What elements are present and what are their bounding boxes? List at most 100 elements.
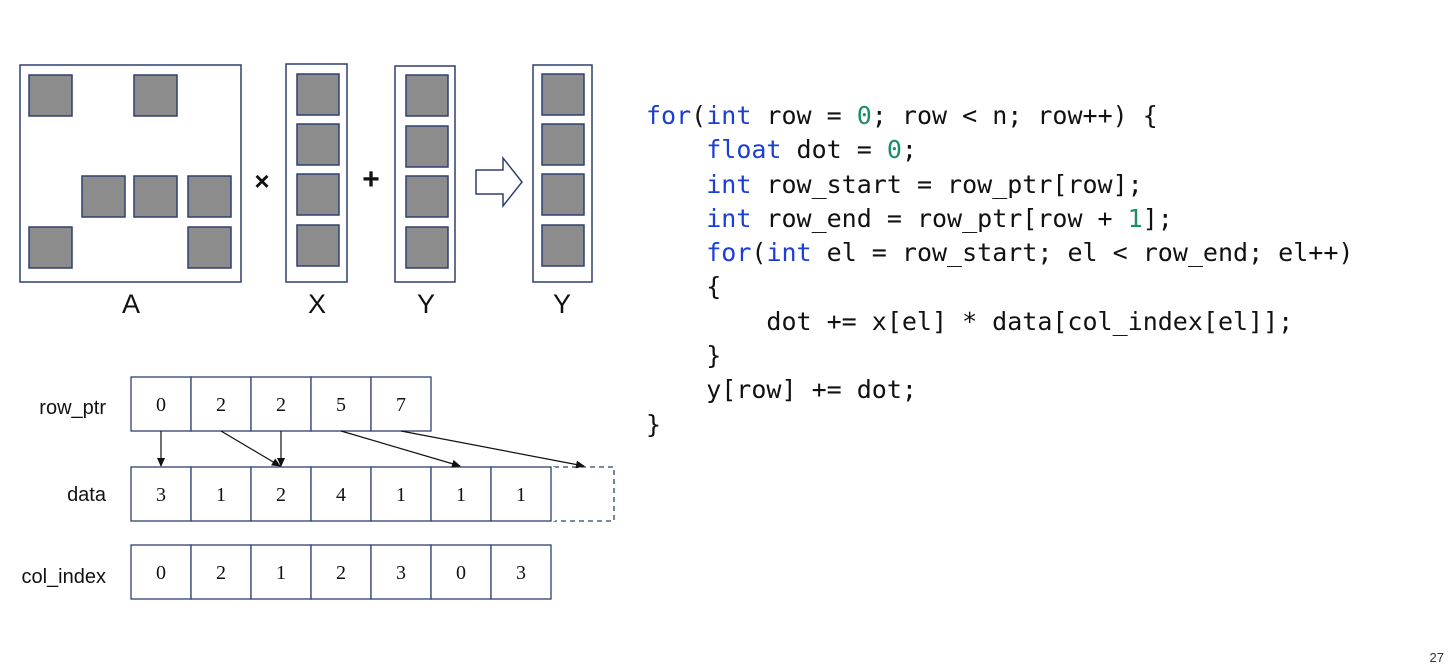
matrix-a-block bbox=[28, 74, 73, 117]
code-keyword: int bbox=[706, 203, 752, 233]
data-value: 1 bbox=[456, 484, 466, 506]
data-next-slot-dashed bbox=[553, 466, 615, 522]
code-text: ( bbox=[751, 238, 767, 268]
matrix-a-block bbox=[133, 175, 178, 218]
code-number: 0 bbox=[886, 135, 902, 165]
code-line: } bbox=[646, 339, 1353, 373]
col-index-cell bbox=[130, 544, 192, 600]
code-keyword: for bbox=[646, 101, 692, 130]
code-keyword: int bbox=[706, 101, 752, 130]
result-y-block bbox=[541, 123, 585, 166]
code-text: y[row] += dot; bbox=[646, 375, 917, 405]
result-y-block bbox=[541, 73, 585, 116]
code-line: for(int el = row_start; el < row_end; el… bbox=[646, 236, 1353, 270]
data-cell bbox=[430, 466, 492, 522]
result-y-block bbox=[541, 224, 585, 267]
matrix-a-label: A bbox=[122, 289, 140, 319]
code-text bbox=[646, 204, 706, 233]
data-value: 2 bbox=[276, 484, 286, 506]
page-number: 27 bbox=[1429, 650, 1444, 665]
code-keyword: for bbox=[706, 238, 752, 268]
vector-y-block bbox=[405, 125, 449, 168]
data-value: 1 bbox=[396, 484, 406, 506]
matrix-a-block bbox=[187, 226, 232, 269]
data-value: 3 bbox=[156, 484, 166, 506]
code-keyword: int bbox=[766, 238, 812, 268]
row-ptr-label: row_ptr bbox=[39, 397, 106, 419]
col-index-value: 0 bbox=[456, 562, 466, 584]
vector-y-block bbox=[405, 175, 449, 218]
code-keyword: int bbox=[706, 169, 752, 199]
col-index-value: 0 bbox=[156, 562, 166, 584]
row-ptr-cell bbox=[190, 376, 252, 432]
code-text: } bbox=[646, 409, 662, 439]
col-index-label: col_index bbox=[21, 566, 106, 588]
result-y-block bbox=[541, 173, 585, 216]
pointer-arrow bbox=[340, 430, 461, 468]
col-index-value: 2 bbox=[336, 562, 346, 584]
row-ptr-cell bbox=[130, 376, 192, 432]
plus-symbol: + bbox=[362, 163, 380, 196]
code-text: ]; bbox=[1142, 203, 1173, 233]
code-text: ; row < n; row++) { bbox=[871, 101, 1158, 130]
matrix-a-block bbox=[187, 175, 232, 218]
code-number: 1 bbox=[1127, 203, 1143, 233]
data-cell bbox=[310, 466, 372, 522]
row-ptr-value: 7 bbox=[396, 394, 406, 416]
code-line: } bbox=[646, 408, 1353, 442]
data-array: 3 1 2 4 1 1 1 bbox=[130, 466, 552, 522]
code-text: ( bbox=[691, 101, 707, 130]
code-text bbox=[646, 170, 706, 199]
code-line: dot += x[el] * data[col_index[el]]; bbox=[646, 305, 1353, 339]
code-line: int row_end = row_ptr[row + 1]; bbox=[646, 202, 1353, 236]
code-line: y[row] += dot; bbox=[646, 373, 1353, 407]
matrix-a-block bbox=[81, 175, 126, 218]
data-value: 1 bbox=[516, 484, 526, 506]
code-text: row_end = row_ptr[row + bbox=[751, 203, 1128, 233]
vector-y-block bbox=[405, 226, 449, 269]
code-line: int row_start = row_ptr[row]; bbox=[646, 168, 1353, 202]
spmv-csr-code: for(int row = 0; row < n; row++) { float… bbox=[646, 99, 1353, 442]
code-text: dot += x[el] * data[col_index[el]]; bbox=[646, 306, 1294, 336]
data-cell bbox=[370, 466, 432, 522]
pointer-arrow bbox=[220, 430, 281, 467]
code-text: row_start = row_ptr[row]; bbox=[751, 169, 1143, 199]
code-text bbox=[646, 238, 706, 267]
data-value: 1 bbox=[216, 484, 226, 506]
col-index-value: 3 bbox=[396, 562, 406, 584]
code-number: 0 bbox=[856, 101, 872, 130]
code-text: ; bbox=[901, 135, 917, 165]
vector-x-block bbox=[296, 224, 340, 267]
col-index-cell bbox=[370, 544, 432, 600]
col-index-value: 2 bbox=[216, 562, 226, 584]
data-cell bbox=[130, 466, 192, 522]
code-text: dot = bbox=[781, 135, 887, 165]
row-ptr-value: 2 bbox=[216, 394, 226, 416]
vector-x-label: X bbox=[308, 289, 326, 319]
matrix-a-block bbox=[28, 226, 73, 269]
col-index-value: 1 bbox=[276, 562, 286, 584]
data-label: data bbox=[67, 484, 107, 506]
row-ptr-value: 0 bbox=[156, 394, 166, 416]
vector-y-block bbox=[405, 74, 449, 117]
spmv-equation-diagram: × + A X Y Y bbox=[19, 63, 593, 319]
data-value: 4 bbox=[336, 484, 346, 506]
col-index-cell bbox=[490, 544, 552, 600]
col-index-value: 3 bbox=[516, 562, 526, 584]
implies-arrow-icon bbox=[475, 155, 523, 209]
times-symbol: × bbox=[254, 166, 269, 196]
code-text: { bbox=[646, 272, 722, 302]
row-ptr-cell bbox=[310, 376, 372, 432]
row-ptr-value: 5 bbox=[336, 394, 346, 416]
code-text: el = row_start; el < row_end; el++) bbox=[811, 238, 1354, 268]
code-text bbox=[646, 135, 706, 164]
col-index-cell bbox=[430, 544, 492, 600]
col-index-array: 0 2 1 2 3 0 3 bbox=[130, 544, 552, 600]
code-text: row = bbox=[751, 101, 857, 130]
code-line: { bbox=[646, 270, 1353, 304]
col-index-cell bbox=[190, 544, 252, 600]
vector-x-block bbox=[296, 173, 340, 216]
vector-y-label: Y bbox=[417, 289, 435, 319]
matrix-a-block bbox=[133, 74, 178, 117]
